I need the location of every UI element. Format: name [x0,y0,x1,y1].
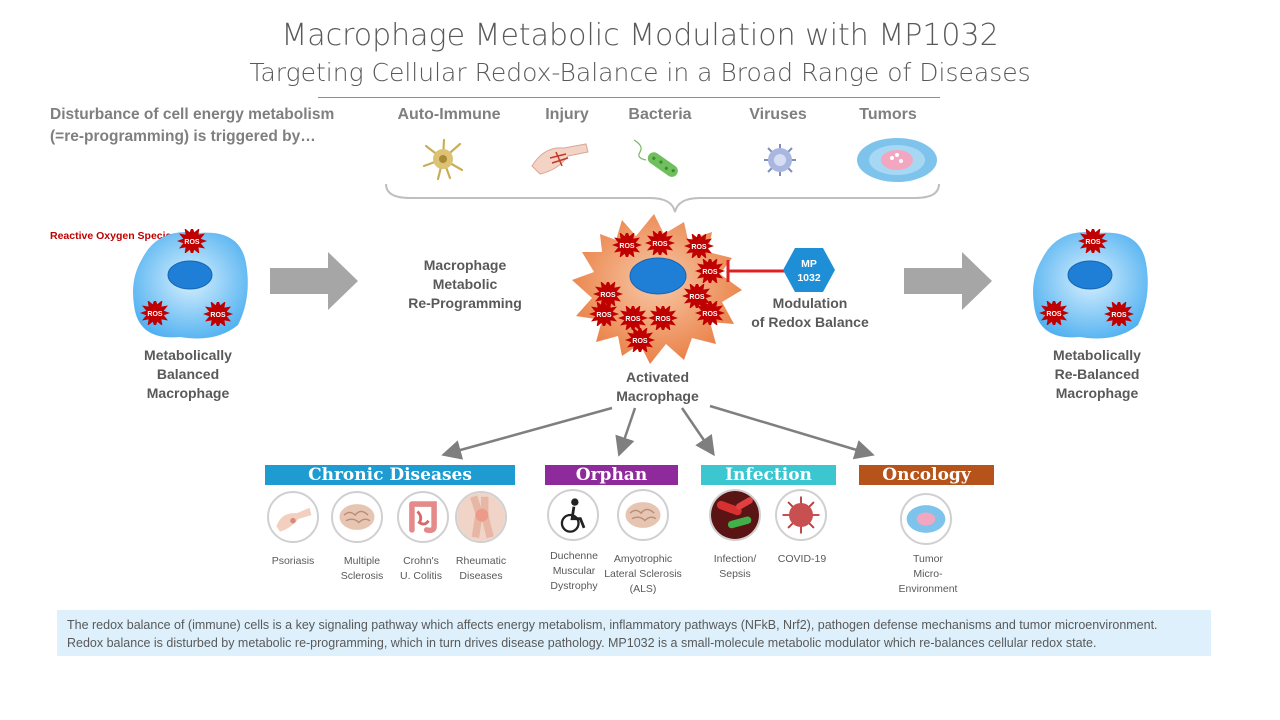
intestine-icon [397,491,449,543]
page-title: Macrophage Metabolic Modulation with MP1… [281,18,999,53]
trigger-brace [385,183,940,213]
ros-label: Reactive Oxygen Species [50,230,178,242]
ros-badge-text: ROS [1046,311,1062,318]
category-oncology: Oncology [859,465,994,485]
category-arrows [441,404,875,460]
ros-badge-icon: ROS [618,306,648,330]
psoriasis-icon [267,491,319,543]
balanced-macrophage-label: Metabolically Balanced Macrophage [144,347,232,401]
activated-macrophage-label: Activated Macrophage [616,369,699,404]
joint-icon [455,491,507,543]
tumor-icon [857,138,937,182]
wheelchair-icon [547,489,599,541]
trigger-injury: Injury [545,106,589,123]
ros-badge-icon: ROS [1078,229,1108,253]
ros-badge-icon: ROS [140,301,170,325]
page-subtitle: Targeting Cellular Redox-Balance in a Br… [249,58,1031,87]
trigger-tumors: Tumors [859,106,917,123]
ros-badge-text: ROS [691,244,707,251]
trigger-intro-line1: Disturbance of cell energy metabolism [50,106,335,123]
ros-badge-icon: ROS [1039,301,1069,325]
ros-badge-text: ROS [1111,312,1127,319]
trigger-intro: Disturbance of cell energy metabolism (=… [50,104,380,148]
ros-badge-text: ROS [702,311,718,318]
ros-badge-text: ROS [600,292,616,299]
ros-badge-icon: ROS [612,233,642,257]
tumor-microenvironment-icon [900,493,952,545]
ros-badge-icon: ROS [648,306,678,330]
ros-badge-text: ROS [184,239,200,246]
ros-badge-text: ROS [652,241,668,248]
ros-badge-text: ROS [619,243,635,250]
footnote-box: The redox balance of (immune) cells is a… [57,610,1211,656]
ros-badge-icon: ROS [645,231,675,255]
ros-badge-text: ROS [210,312,226,319]
ros-badge-text: ROS [1085,239,1101,246]
covid-icon [775,489,827,541]
ros-badge-text: ROS [702,269,718,276]
rebalanced-macrophage-label: Metabolically Re-Balanced Macrophage [1053,347,1141,401]
arrow-right-2 [904,252,992,310]
title-divider [318,97,940,98]
reprogramming-label: Macrophage Metabolic Re-Programming [408,257,522,311]
inhibition-line [726,260,786,282]
ros-badge-text: ROS [655,316,671,323]
ros-badge-icon: ROS [684,234,714,258]
trigger-auto-immune: Auto-Immune [397,106,501,123]
ros-badge-icon: ROS [593,282,623,306]
footnote-line1: The redox balance of (immune) cells is a… [67,618,1158,632]
footnote-line2: Redox balance is disturbed by metabolic … [67,636,1097,650]
disease-covid: COVID-19 [777,553,827,565]
ros-badge-text: ROS [147,311,163,318]
ros-badge-icon: ROS [695,259,725,283]
ros-badge-icon: ROS [589,302,619,326]
trigger-viruses: Viruses [749,106,807,123]
modulation-label: Modulation of Redox Balance [751,295,869,330]
category-orphan: Orphan [545,465,678,485]
auto-immune-icon [422,138,464,181]
ros-badge-icon: ROS [203,302,233,326]
trigger-intro-line2: (=re-programming) is triggered by… [50,128,316,145]
ros-badge-icon: ROS [695,301,725,325]
brain-als-icon [617,489,669,541]
ros-badge-text: ROS [596,312,612,319]
trigger-bacteria: Bacteria [628,106,692,123]
injury-icon [531,143,589,175]
brain-ms-icon [331,491,383,543]
mp1032-label: MP 1032 [797,258,821,284]
ros-badge-text: ROS [625,316,641,323]
ros-badge-icon: ROS [1104,302,1134,326]
virus-icon [764,144,796,176]
ros-badge-icon: ROS [177,229,207,253]
category-infection: Infection [701,465,836,485]
disease-psoriasis: Psoriasis [271,555,315,567]
disease-infection-sepsis: Infection/Sepsis [713,553,757,580]
ros-badge-text: ROS [632,338,648,345]
ros-badge-text: ROS [689,294,705,301]
bacteria-icon [633,139,678,177]
sepsis-icon [709,489,761,541]
ros-badge-icon: ROS [625,328,655,352]
mp1032-hexagon-icon [783,248,835,292]
arrow-right-1 [270,252,358,310]
category-chronic-diseases: Chronic Diseases [265,465,515,485]
